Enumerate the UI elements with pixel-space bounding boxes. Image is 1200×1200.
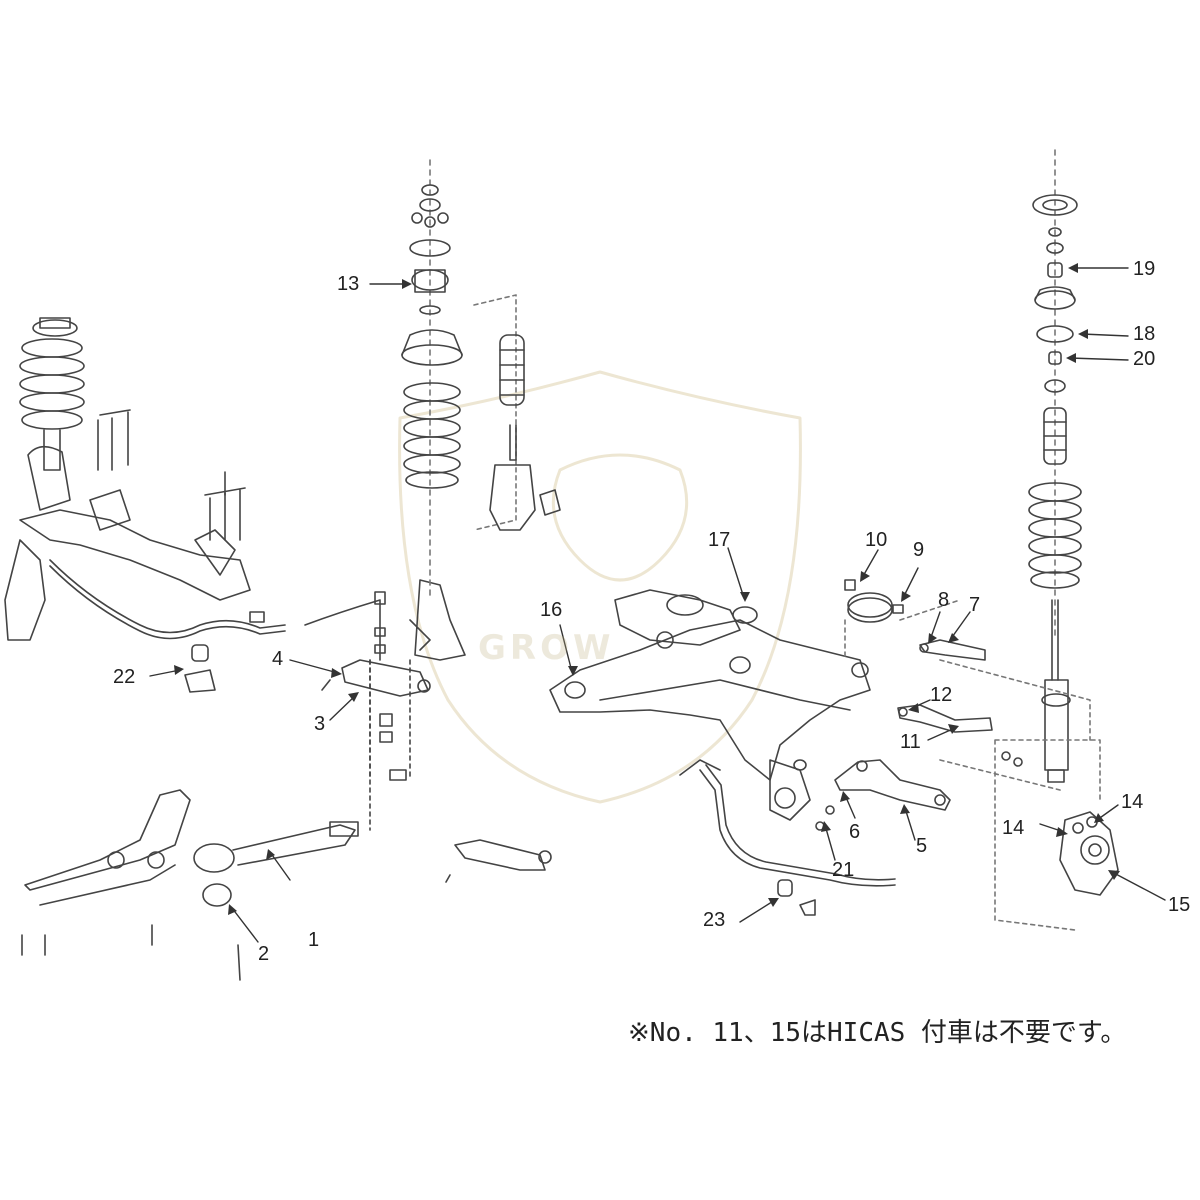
rear-subframe xyxy=(549,589,871,821)
callout-8: 8 xyxy=(938,589,950,611)
rear-stabilizer-bar xyxy=(679,759,896,916)
callout-16: 16 xyxy=(540,599,563,621)
hicas-note: ※No. 11、15はHICAS 付車は不要です。 xyxy=(628,1018,1127,1048)
callout-21: 21 xyxy=(832,859,855,881)
callout-10: 10 xyxy=(865,529,888,551)
callout-17: 17 xyxy=(708,529,731,551)
callout-1: 1 xyxy=(308,929,320,951)
part-1-2-tension-rod xyxy=(21,659,371,981)
callout-19: 19 xyxy=(1133,258,1156,280)
callout-4: 4 xyxy=(272,648,284,670)
callout-9: 9 xyxy=(913,539,925,561)
watermark-shield xyxy=(398,370,802,804)
part-15-rear-knuckle xyxy=(844,599,1119,931)
lower-arm-middle xyxy=(445,839,552,883)
callout-2: 2 xyxy=(258,943,270,965)
callout-13: 13 xyxy=(337,273,360,295)
callout-23: 23 xyxy=(703,909,726,931)
leader-arrows xyxy=(149,267,1166,943)
front-strut-exploded xyxy=(401,159,561,601)
part-5-6-rear-lower-arm xyxy=(815,759,951,831)
callout-18: 18 xyxy=(1133,323,1156,345)
part-22-stabilizer-bushing xyxy=(184,644,216,693)
rear-strut-exploded xyxy=(1001,149,1082,783)
callout-22: 22 xyxy=(113,666,136,688)
part-9-10-clamp xyxy=(844,579,904,623)
callout-20: 20 xyxy=(1133,348,1156,370)
callout-3: 3 xyxy=(314,713,326,735)
callout-5: 5 xyxy=(916,835,928,857)
front-stabilizer-link xyxy=(304,591,386,661)
front-knuckle xyxy=(409,579,466,661)
part-7-8-arm xyxy=(919,639,986,661)
leader-arrowheads xyxy=(174,263,1120,915)
callout-14-right: 14 xyxy=(1121,791,1144,813)
part-11-12-arm xyxy=(897,704,993,733)
front-left-assembly xyxy=(4,317,286,641)
watermark-text: GROW xyxy=(478,628,615,668)
callout-15: 15 xyxy=(1168,894,1191,916)
callout-11: 11 xyxy=(900,731,921,753)
part-3-4-upper-link xyxy=(321,659,431,781)
callout-7: 7 xyxy=(969,594,981,616)
callout-12: 12 xyxy=(930,684,953,706)
callout-6: 6 xyxy=(849,821,861,843)
callout-14-left: 14 xyxy=(1002,817,1025,839)
